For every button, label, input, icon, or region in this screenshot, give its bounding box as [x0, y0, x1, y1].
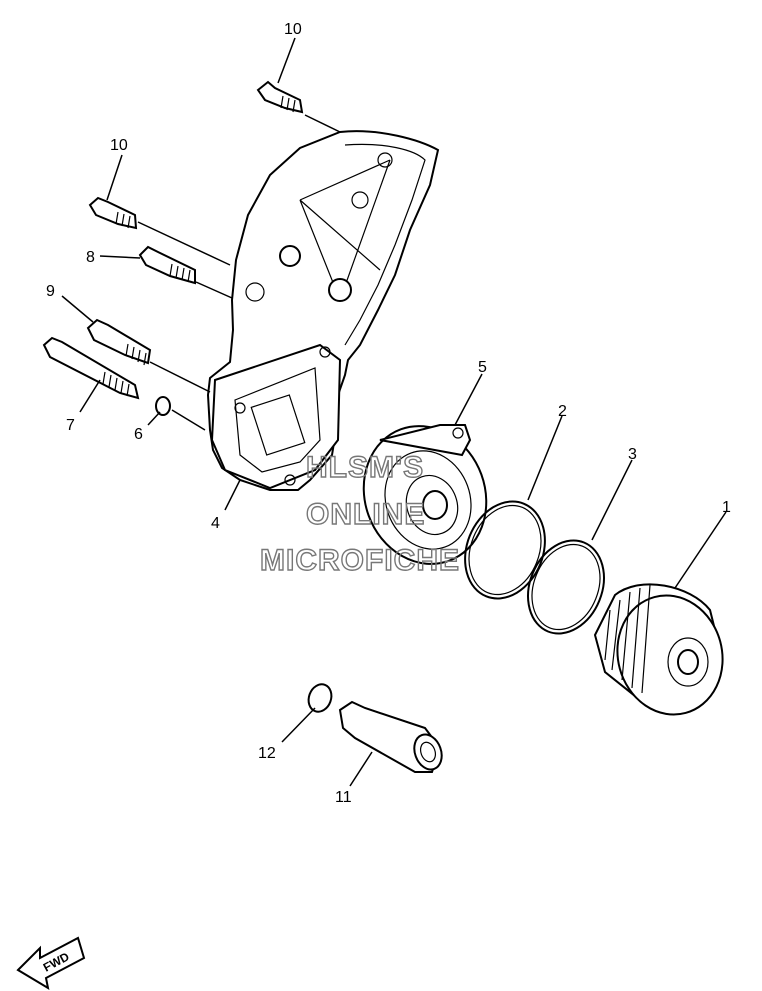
callout-1: 1	[722, 499, 731, 516]
forward-arrow-icon: FWD	[16, 936, 86, 991]
callout-7: 7	[66, 417, 75, 434]
watermark-line-2: ONLINE	[306, 498, 425, 531]
callout-9: 9	[46, 283, 55, 300]
bolt-7	[42, 336, 140, 400]
bolt-9	[86, 318, 152, 366]
oil-filter	[593, 583, 724, 716]
callout-5: 5	[478, 359, 487, 376]
callout-3: 3	[628, 446, 637, 463]
bolt-10-left	[88, 196, 138, 230]
o-ring-6	[155, 396, 171, 416]
callout-8: 8	[86, 249, 95, 266]
bolt-10-top	[256, 80, 304, 114]
callout-4: 4	[211, 515, 220, 532]
callout-12: 12	[258, 745, 276, 762]
callout-10-left: 10	[110, 137, 128, 154]
bolt-8	[138, 245, 196, 285]
callout-6: 6	[134, 426, 143, 443]
relief-valve	[338, 700, 443, 773]
o-ring-12	[307, 683, 333, 713]
watermark-line-1: HLSM'S	[306, 451, 424, 484]
callout-10-top: 10	[284, 21, 302, 38]
cover-plate	[206, 130, 440, 491]
o-ring-2	[464, 500, 546, 600]
callout-2: 2	[558, 403, 567, 420]
watermark-line-3: MICROFICHE	[260, 544, 460, 577]
callout-11: 11	[335, 789, 352, 806]
oil-pump-housing	[362, 424, 488, 565]
o-ring-3	[527, 539, 605, 635]
